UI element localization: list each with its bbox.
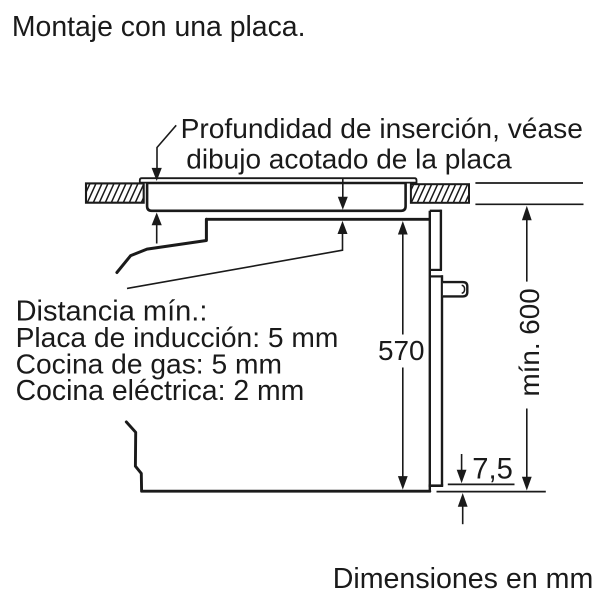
svg-text:Montaje con una placa.: Montaje con una placa. xyxy=(12,11,306,43)
svg-text:mín. 600: mín. 600 xyxy=(514,288,545,396)
svg-text:7,5: 7,5 xyxy=(472,453,513,485)
svg-text:Cocina de gas: 5 mm: Cocina de gas: 5 mm xyxy=(16,348,282,380)
svg-text:Distancia mín.:: Distancia mín.: xyxy=(16,296,208,328)
svg-text:Profundidad de inserción, véas: Profundidad de inserción, véase xyxy=(181,113,583,144)
svg-text:Placa de inducción: 5 mm: Placa de inducción: 5 mm xyxy=(16,321,339,353)
svg-text:Dimensiones en mm: Dimensiones en mm xyxy=(333,563,594,595)
svg-text:Cocina eléctrica: 2 mm: Cocina eléctrica: 2 mm xyxy=(16,375,305,407)
svg-text:dibujo acotado de la placa: dibujo acotado de la placa xyxy=(186,143,512,174)
svg-text:570: 570 xyxy=(378,335,425,366)
